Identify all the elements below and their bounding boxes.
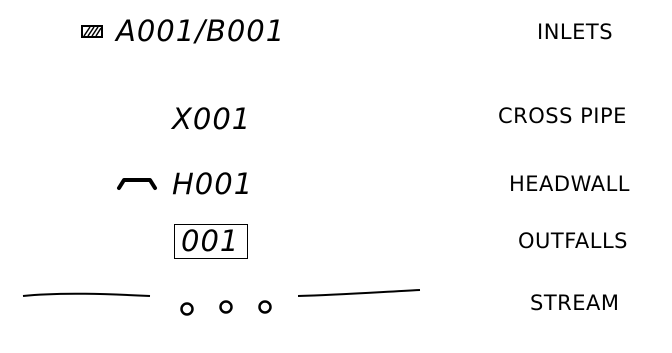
headwall-icon bbox=[117, 178, 157, 190]
inlets-label: INLETS bbox=[537, 20, 614, 44]
stream-circle-3 bbox=[258, 300, 272, 314]
stream-line-right bbox=[297, 289, 421, 297]
outfall-code: 001 bbox=[174, 224, 249, 259]
cross-pipe-label: CROSS PIPE bbox=[498, 104, 627, 128]
stream-symbol bbox=[22, 289, 421, 316]
inlet-code: A001/B001 bbox=[116, 14, 286, 48]
cross-pipe-code: X001 bbox=[172, 102, 252, 136]
stream-circle-1 bbox=[180, 302, 194, 316]
headwall-code: H001 bbox=[172, 167, 254, 201]
stream-line-left bbox=[22, 292, 151, 297]
headwall-label: HEADWALL bbox=[509, 172, 630, 196]
outfalls-label: OUTFALLS bbox=[518, 229, 628, 253]
inlet-grate-icon bbox=[81, 25, 103, 38]
stream-circle-2 bbox=[219, 300, 233, 314]
stream-label: STREAM bbox=[530, 291, 620, 315]
